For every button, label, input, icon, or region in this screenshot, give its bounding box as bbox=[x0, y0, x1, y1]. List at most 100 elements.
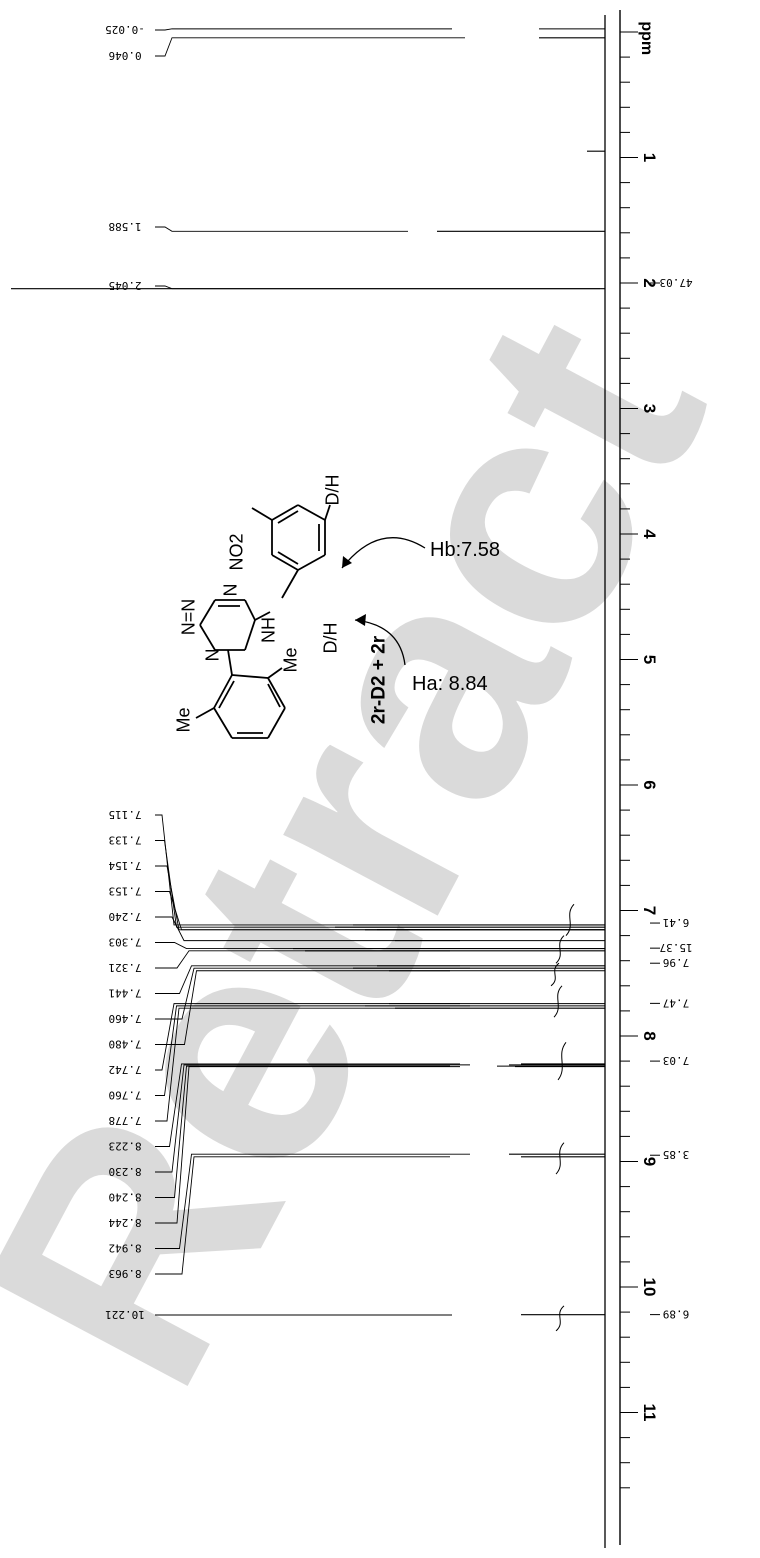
bond bbox=[271, 504, 299, 521]
peak-leader-line bbox=[155, 37, 465, 57]
nitro-group-label: NO2 bbox=[226, 533, 246, 570]
methyl-left-label: Me bbox=[173, 707, 193, 732]
hb-arrow bbox=[341, 537, 426, 569]
bond bbox=[267, 707, 286, 739]
bond bbox=[324, 504, 331, 521]
tick-label: 1 bbox=[640, 153, 659, 162]
bond bbox=[199, 599, 216, 626]
peak-label: 7.303 bbox=[108, 936, 141, 949]
tick-label: 8 bbox=[640, 1031, 659, 1040]
watermark-text: Retract bbox=[0, 261, 760, 1438]
tick-label: 3 bbox=[640, 404, 659, 413]
peak-label: 0.046 bbox=[108, 49, 141, 62]
bond bbox=[267, 683, 281, 708]
integral-curve bbox=[557, 1041, 567, 1081]
tetrazole-n-label: N bbox=[220, 584, 240, 597]
peak-label: 8.240 bbox=[108, 1191, 141, 1204]
bond bbox=[267, 677, 286, 709]
integral-value: 6.89 bbox=[663, 1308, 690, 1321]
compound-label: 2r-D2 + 2r bbox=[369, 635, 390, 724]
bond bbox=[251, 507, 273, 521]
ha-label: Ha: 8.84 bbox=[412, 673, 488, 695]
peak-leader-line bbox=[155, 1065, 450, 1198]
bond bbox=[195, 707, 215, 719]
peak-leader-line bbox=[155, 967, 470, 1020]
peak-leader-line bbox=[155, 1153, 470, 1249]
peak-label: 7.133 bbox=[108, 834, 141, 847]
peak-label: 7.778 bbox=[108, 1114, 141, 1127]
peak-leader-line bbox=[155, 1156, 450, 1275]
peak-leader-line bbox=[155, 970, 450, 1045]
bond bbox=[297, 504, 326, 521]
tetrazole-n-eq-label: N=N bbox=[178, 599, 198, 636]
bond bbox=[277, 510, 299, 524]
peak-leader-line bbox=[155, 1003, 460, 1071]
tick-label: 5 bbox=[640, 655, 659, 664]
tick-label: 10 bbox=[640, 1278, 659, 1297]
integral-curve bbox=[550, 962, 560, 987]
peak-labels: -0.0250.0461.5882.0457.1157.1337.1547.15… bbox=[105, 23, 600, 1321]
peak-label: 7.480 bbox=[108, 1038, 141, 1051]
peak-label: 2.045 bbox=[108, 279, 141, 292]
integral-value: 15.37 bbox=[659, 941, 692, 954]
integral-curve bbox=[555, 935, 565, 964]
bond bbox=[297, 554, 326, 571]
bond bbox=[199, 624, 216, 651]
peak-label: 8.230 bbox=[108, 1165, 141, 1178]
bond bbox=[281, 569, 299, 599]
retract-watermark: Retract bbox=[0, 261, 760, 1438]
dh-top-label: D/H bbox=[322, 475, 342, 506]
tick-label: 6 bbox=[640, 780, 659, 789]
bond bbox=[231, 674, 269, 679]
integral-curve bbox=[555, 1305, 565, 1332]
peak-leader-line bbox=[155, 1063, 460, 1147]
integral-value: 7.47 bbox=[663, 996, 690, 1009]
tick-label: 4 bbox=[640, 529, 659, 539]
peak-label: 7.153 bbox=[108, 885, 141, 898]
bond bbox=[213, 674, 233, 709]
peak-leader-line bbox=[155, 916, 460, 942]
dh-bottom-label: D/H bbox=[320, 623, 340, 654]
tetrazole-n-bottom-label: N bbox=[202, 649, 222, 662]
peak-label: 8.963 bbox=[108, 1267, 141, 1280]
peak-label: 10.221 bbox=[105, 1308, 145, 1321]
bond bbox=[218, 680, 235, 709]
ha-arrow-head bbox=[355, 614, 366, 626]
integral-value: 3.85 bbox=[663, 1148, 690, 1161]
integral-value: 47.03 bbox=[659, 276, 692, 289]
peak-label: 7.240 bbox=[108, 910, 141, 923]
tick-label: 7 bbox=[640, 906, 659, 915]
bond bbox=[271, 554, 299, 571]
peak-leader-line bbox=[155, 226, 408, 232]
tick-label: 11 bbox=[640, 1404, 659, 1422]
peak-leader-line bbox=[155, 1064, 470, 1173]
peak-leader-line bbox=[155, 965, 460, 994]
bond bbox=[277, 551, 299, 565]
methyl-right-label: Me bbox=[280, 647, 300, 672]
peak-label: 8.223 bbox=[108, 1140, 141, 1153]
peak-label: 7.742 bbox=[108, 1063, 141, 1076]
bond bbox=[254, 611, 271, 621]
peak-label: 7.441 bbox=[108, 987, 141, 1000]
peak-leader-line bbox=[155, 1007, 450, 1122]
integral-value: 6.41 bbox=[663, 916, 690, 929]
bond bbox=[244, 599, 256, 621]
tick-label: 2 bbox=[640, 278, 659, 287]
peak-leader-line bbox=[155, 950, 450, 969]
bond bbox=[213, 707, 233, 739]
peak-leader-line bbox=[155, 28, 452, 31]
peak-leader-line bbox=[155, 1005, 470, 1096]
peak-leader-line bbox=[155, 1066, 460, 1224]
nh-label: NH bbox=[258, 617, 278, 643]
peak-label: 7.321 bbox=[108, 961, 141, 974]
peak-label: -0.025 bbox=[105, 23, 145, 36]
peak-label: 1.588 bbox=[108, 220, 141, 233]
bond bbox=[227, 649, 233, 676]
integral-curve bbox=[555, 1142, 565, 1175]
integral-value: 7.96 bbox=[663, 956, 690, 969]
peak-label: 8.942 bbox=[108, 1242, 141, 1255]
integral-value: 7.03 bbox=[663, 1054, 690, 1067]
